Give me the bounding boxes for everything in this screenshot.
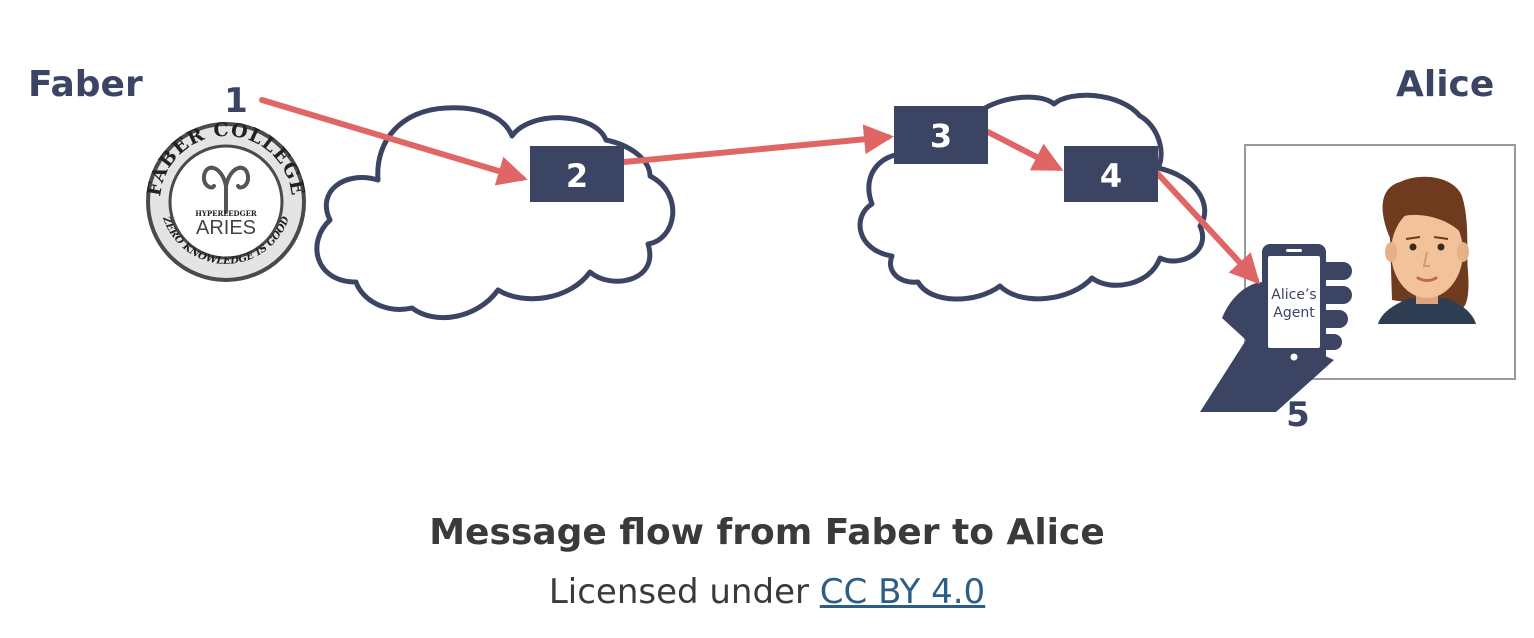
license-line: Licensed under CC BY 4.0 bbox=[0, 572, 1534, 612]
step-box-4-label: 4 bbox=[1100, 157, 1122, 195]
figure-caption: Message flow from Faber to Alice bbox=[429, 512, 1105, 553]
step-box-3: 3 bbox=[894, 106, 988, 164]
step-box-2-label: 2 bbox=[566, 157, 588, 195]
alice-avatar bbox=[1378, 176, 1476, 324]
aries-symbol-icon bbox=[201, 165, 251, 214]
arrow-4-to-5 bbox=[1155, 171, 1261, 285]
step-box-4: 4 bbox=[1064, 146, 1158, 202]
license-prefix: Licensed under bbox=[548, 572, 820, 612]
cloud-1 bbox=[314, 105, 676, 321]
arrow-3-to-4 bbox=[985, 129, 1064, 171]
message-flow-diagram: Faber Alice FABER COLLEGE ZERO KNOWLEDGE… bbox=[28, 64, 1516, 435]
seal-aries-text: ARIES bbox=[196, 217, 256, 239]
arrow-1-to-2 bbox=[259, 97, 528, 186]
phone-agent-line1: Alice’s bbox=[1271, 287, 1316, 303]
phone-icon: Alice’s Agent bbox=[1262, 244, 1326, 368]
arrow-2-to-3 bbox=[621, 124, 894, 165]
faber-college-seal: FABER COLLEGE ZERO KNOWLEDGE IS GOOD HYP… bbox=[143, 119, 308, 282]
alice-label: Alice bbox=[1396, 64, 1494, 105]
step-label-1: 1 bbox=[224, 81, 248, 121]
phone-agent-line2: Agent bbox=[1273, 305, 1315, 321]
step-label-5: 5 bbox=[1286, 395, 1310, 435]
step-box-3-label: 3 bbox=[930, 117, 952, 155]
seal-hyperledger-text: HYPERLEDGER bbox=[195, 209, 257, 218]
faber-label: Faber bbox=[28, 64, 143, 105]
step-box-2: 2 bbox=[530, 146, 624, 202]
license-link[interactable]: CC BY 4.0 bbox=[819, 572, 986, 612]
message-flow-arrows bbox=[259, 97, 1261, 285]
